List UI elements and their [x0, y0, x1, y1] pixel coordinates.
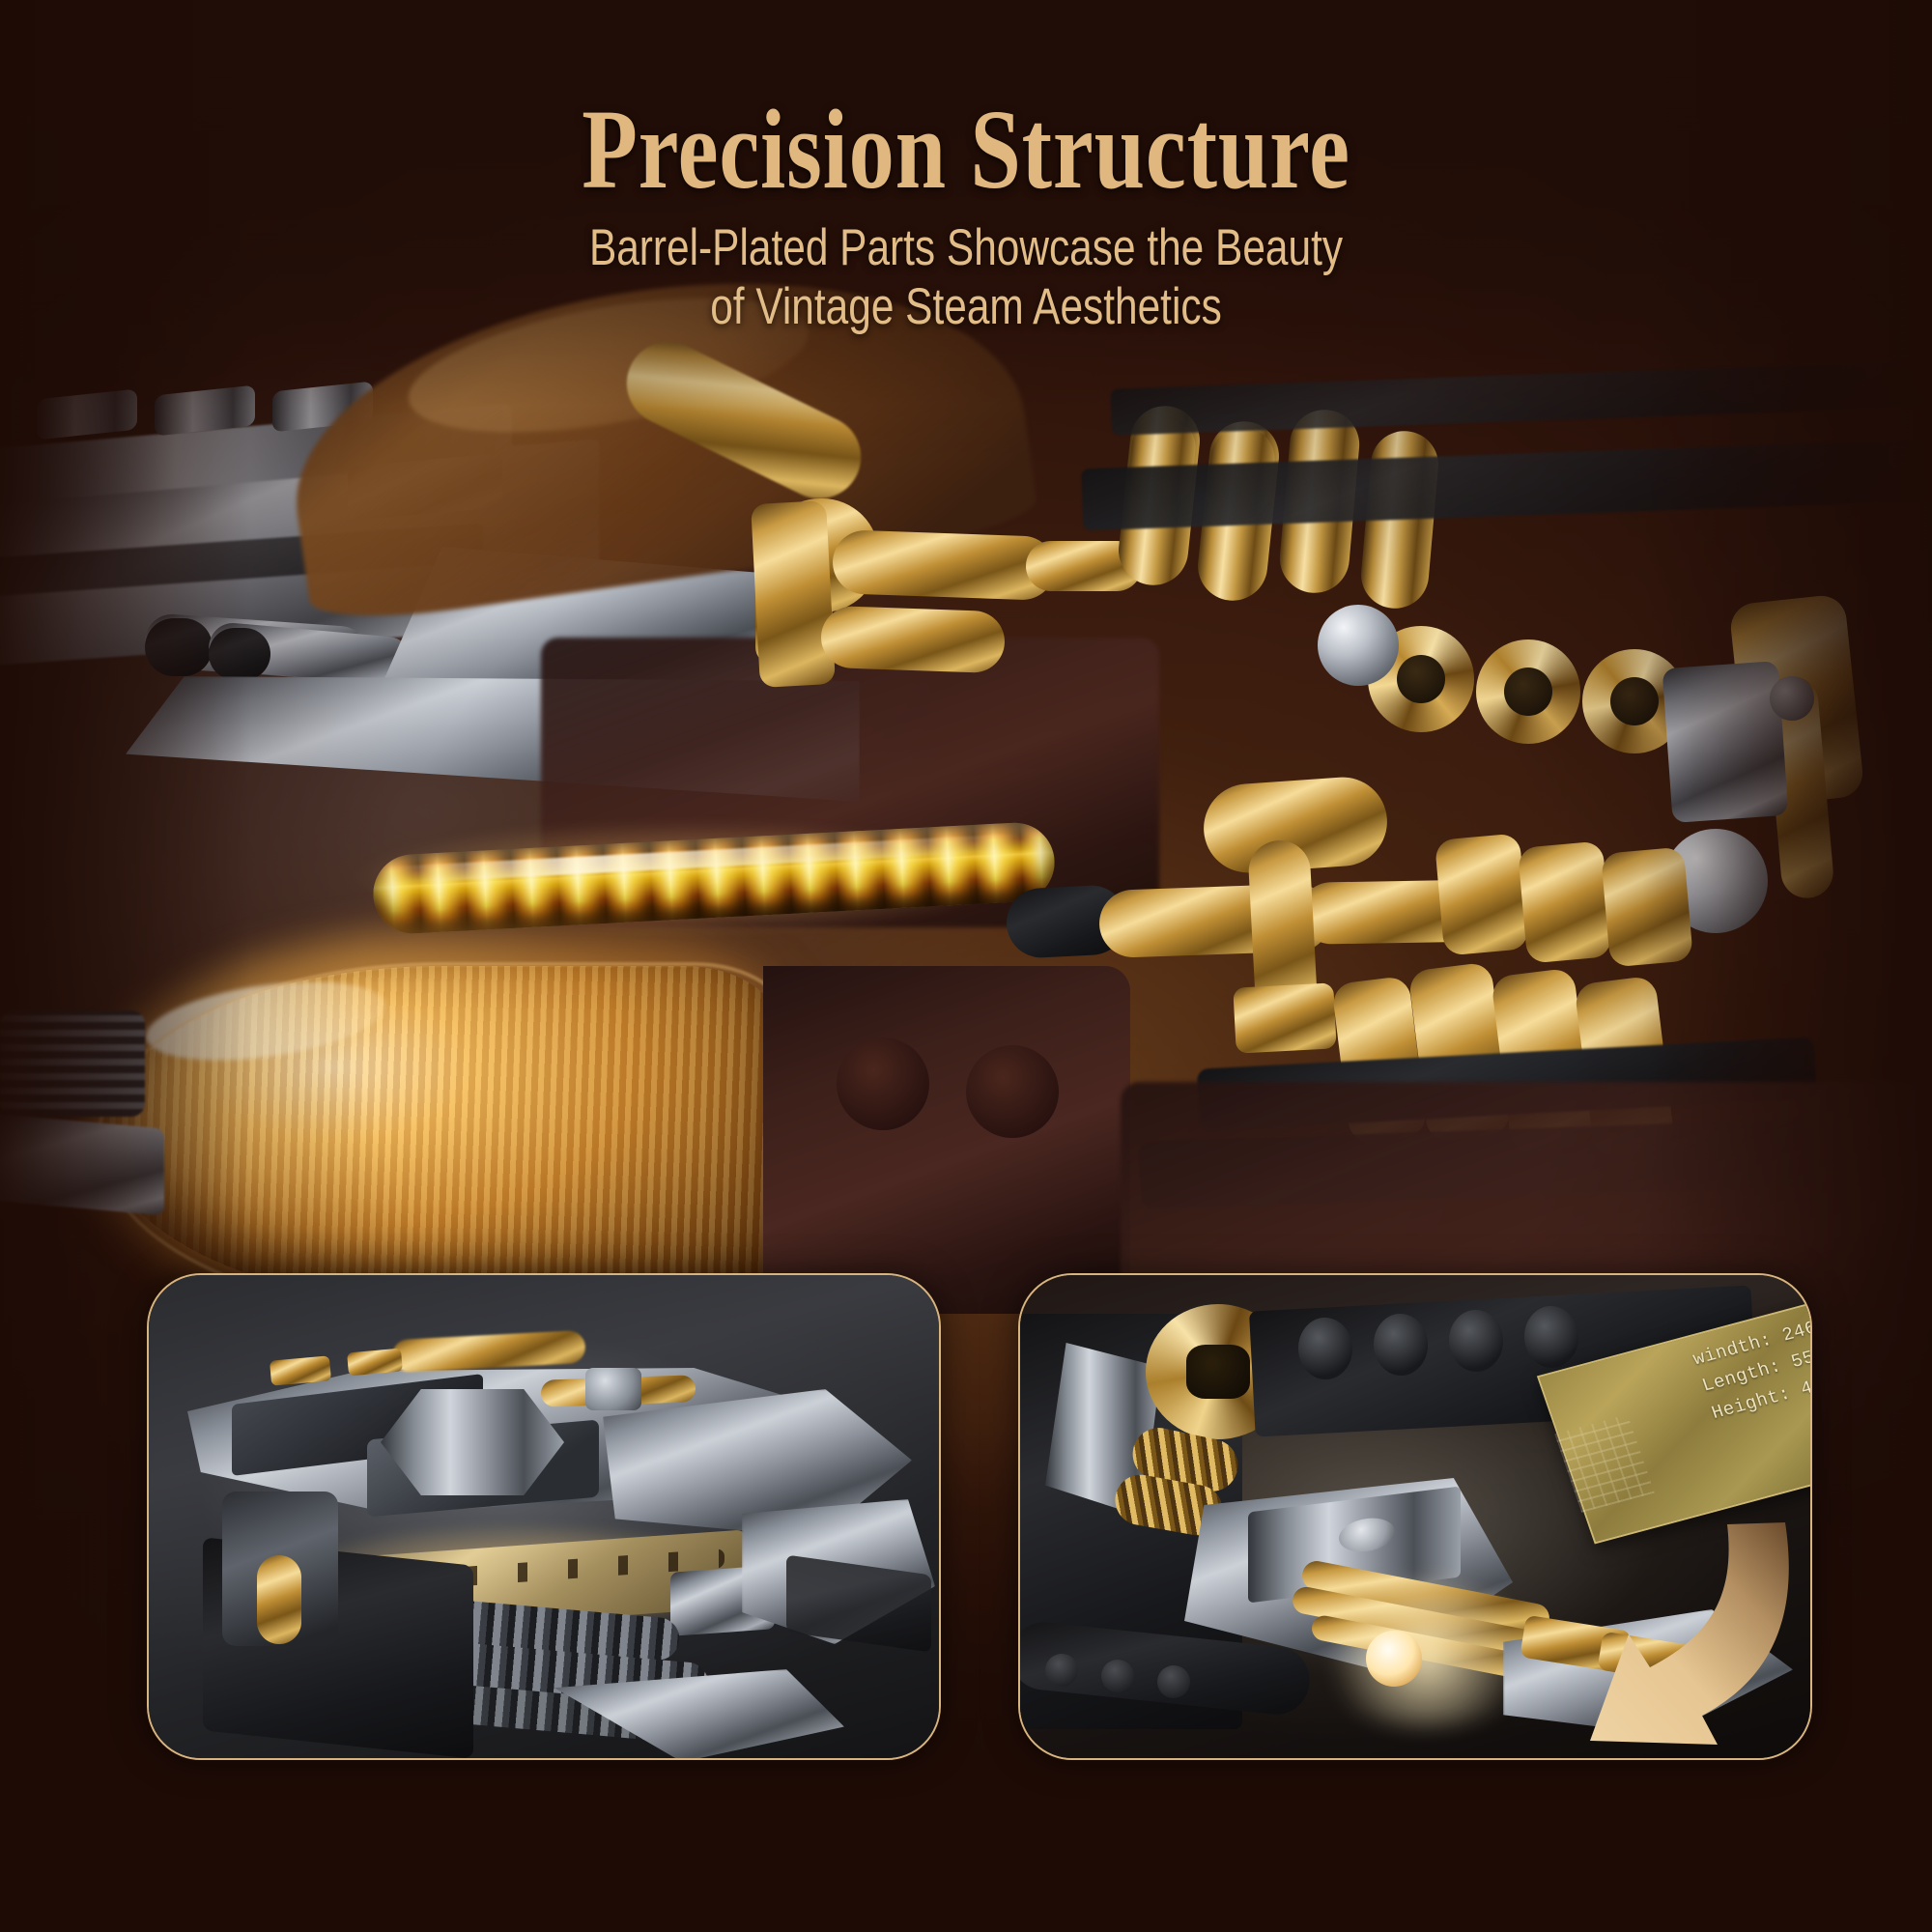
subtitle-line-1: Barrel-Plated Parts Showcase the Beauty — [588, 219, 1344, 276]
ri-gold-bolt-center — [1186, 1345, 1250, 1399]
page-title: Precision Structure — [582, 86, 1350, 213]
engine-pod-gold — [257, 1555, 301, 1644]
top-fade — [0, 0, 1932, 406]
header-block: Precision Structure Barrel-Plated Parts … — [0, 93, 1932, 337]
inset-card-left[interactable] — [147, 1273, 941, 1760]
hull-gold-clip-2 — [347, 1348, 403, 1377]
page-subtitle: Barrel-Plated Parts Showcase the Beauty … — [193, 218, 1739, 337]
hull-gold-clip-1 — [269, 1355, 332, 1386]
hull-turret — [585, 1368, 641, 1410]
subtitle-line-2: of Vintage Steam Aesthetics — [710, 278, 1222, 336]
inset-card-right[interactable]: windth: 246 Length: 550 Height: 433 — [1018, 1273, 1812, 1760]
hull-hex-plate — [381, 1389, 564, 1495]
curved-arrow-down-left — [1590, 1522, 1789, 1745]
ri-lamp — [1366, 1631, 1422, 1687]
